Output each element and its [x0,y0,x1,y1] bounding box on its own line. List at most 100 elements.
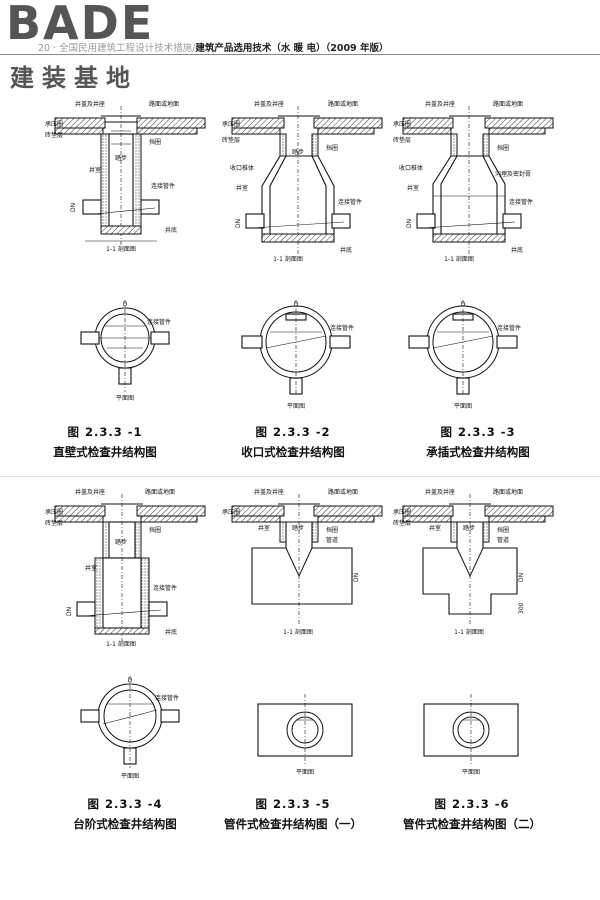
figure-number: 图 2.3.3 -1 [67,425,143,439]
label-connecting-pipe: 连接管件 [153,584,177,592]
figure-number: 图 2.3.3 -3 [440,425,516,439]
label-road-surface: 路面或地面 [145,488,175,496]
label-plan: 平面图 [462,769,480,776]
label-road-surface: 路面或地面 [149,100,179,108]
label-road-surface: 路面或地面 [493,488,523,496]
label-cushion: 砖垫层 [393,519,411,527]
label-road-surface: 路面或地面 [328,488,358,496]
label-reducer: 收口椎体 [399,164,423,172]
label-well-cover: 井盖及井座 [425,100,455,108]
fig5-plan-drawing: 平面图 [257,694,353,776]
fig2-plan-drawing: D 连接管件 平面图 [241,300,354,410]
fig5-section-drawing: 井盖及井座 路面或地面 承压圈 挡圈 井室 踏步 管道 DN 1-1 剖面图 [222,488,383,636]
label-shaft-wall: 井室 [258,524,270,532]
label-section: 1-1 剖面图 [273,255,303,263]
label-plan: 平面图 [287,403,305,410]
figure-caption-1: 图 2.3.3 -1 直壁式检查井结构图 [5,424,205,460]
label-ring-beam: 挡圈 [497,526,509,534]
fig6-plan-drawing: 平面图 [423,694,519,776]
label-dn: DN [518,573,525,582]
label-well-cover: 井盖及井座 [254,488,284,496]
figure-title: 直壁式检查井结构图 [53,445,157,459]
figure-caption-6: 图 2.3.3 -6 管件式检查井结构图（二） [372,796,572,832]
label-step: 踏步 [463,524,475,532]
label-step: 踏步 [115,154,127,162]
label-d: D [123,301,128,308]
label-shaft-wall: 井室 [407,184,419,192]
label-connecting-pipe: 连接管件 [151,182,175,190]
figure-number: 图 2.3.3 -5 [255,797,331,811]
label-shaft-wall: 井室 [236,184,248,192]
figure-number: 图 2.3.3 -6 [434,797,510,811]
label-dn: DN [406,219,413,228]
label-cushion: 砖垫层 [45,131,63,139]
label-road-surface: 路面或地面 [493,100,523,108]
label-dn: DN [353,573,360,582]
figure-title: 管件式检查井结构图（二） [403,817,541,831]
sub-brand: 建装基地 [10,64,138,92]
figure-title: 收口式检查井结构图 [241,445,345,459]
label-shaft-wall: 井室 [429,524,441,532]
label-step: 踏步 [292,524,304,532]
label-connecting-pipe: 连接管件 [497,324,521,332]
fig1-plan-drawing: D 连接管件 平面图 [80,300,171,402]
figure-caption-5: 图 2.3.3 -5 管件式检查井结构图（一） [193,796,393,832]
label-connecting-pipe: 连接管件 [330,324,354,332]
fig3-section-drawing: 井盖及井座 路面或地面 承压圈 砖垫层 挡圈 收口椎体 沟埋及密封膏 井室 连接… [393,100,554,263]
label-section: 1-1 剖面图 [454,628,484,636]
label-ring-beam: 挡圈 [149,138,161,146]
label-step: 踏步 [115,538,127,546]
label-shaft-wall: 井室 [89,166,101,174]
figure-caption-4: 图 2.3.3 -4 台阶式检查井结构图 [25,796,225,832]
label-cushion: 砖垫层 [393,136,411,144]
figure-number: 图 2.3.3 -2 [255,425,331,439]
label-well-bottom: 井底 [340,246,352,254]
label-bearing-ring: 承压圈 [45,508,63,516]
label-bearing-ring: 承压圈 [393,508,411,516]
figure-number: 图 2.3.3 -4 [87,797,163,811]
fig4-plan-drawing: D 连接管件 平面图 [80,676,180,780]
label-well-cover: 井盖及井座 [254,100,284,108]
label-connecting-pipe: 连接管件 [509,198,533,206]
fig2-section-drawing: 井盖及井座 路面或地面 承压圈 砖垫层 挡圈 收口椎体 井室 踏步 连接管件 井… [222,100,383,263]
figure-title: 管件式检查井结构图（一） [224,817,362,831]
label-ring-beam: 挡圈 [326,144,338,152]
label-tee: 管道 [326,536,338,544]
label-plan: 平面图 [454,403,472,410]
fig6-section-drawing: 井盖及井座 路面或地面 承压圈 砖垫层 挡圈 井室 踏步 管道 DN 300 1… [393,488,554,636]
label-connecting-pipe: 连接管件 [147,318,171,326]
label-well-cover: 井盖及井座 [425,488,455,496]
label-cushion: 砖垫层 [45,519,63,527]
figure-caption-2: 图 2.3.3 -2 收口式检查井结构图 [193,424,393,460]
figure-title: 台阶式检查井结构图 [73,817,177,831]
label-well-cover: 井盖及井座 [75,100,105,108]
label-bearing-ring: 承压圈 [222,120,240,128]
label-ring-beam: 挡圈 [326,526,338,534]
label-bearing-ring: 承压圈 [393,120,411,128]
label-connecting-pipe: 连接管件 [155,694,179,702]
fig4-section-drawing: 井盖及井座 路面或地面 承压圈 砖垫层 挡圈 井室 踏步 连接管件 井底 DN … [45,488,206,648]
label-well-bottom: 井底 [511,246,523,254]
label-d: D [461,301,466,308]
label-well-bottom: 井底 [165,226,177,234]
label-ring-beam: 挡圈 [149,526,161,534]
label-connecting-pipe: 连接管件 [338,198,362,206]
label-step: 踏步 [292,148,304,156]
label-section: 1-1 剖面图 [283,628,313,636]
label-dim-300: 300 [518,602,525,614]
label-plan: 平面图 [116,395,134,402]
book-prefix: 20 · 全国民用建筑工程设计技术措施/ [38,43,196,54]
label-section: 1-1 剖面图 [444,255,474,263]
label-well-bottom: 井底 [165,628,177,636]
label-dn: DN [66,607,73,616]
label-reducer: 收口椎体 [230,164,254,172]
row-divider [0,476,600,477]
figure-title: 承插式检查井结构图 [426,445,530,459]
label-plan: 平面图 [121,773,139,780]
fig3-plan-drawing: D 连接管件 平面图 [408,300,521,410]
label-bearing-ring: 承压圈 [45,120,63,128]
figure-caption-3: 图 2.3.3 -3 承插式检查井结构图 [378,424,578,460]
label-section: 1-1 剖面图 [106,245,136,253]
book-header: 20 · 全国民用建筑工程设计技术措施/建筑产品选用技术（水 暖 电）（2009… [38,40,388,54]
label-ring-beam: 挡圈 [497,144,509,152]
